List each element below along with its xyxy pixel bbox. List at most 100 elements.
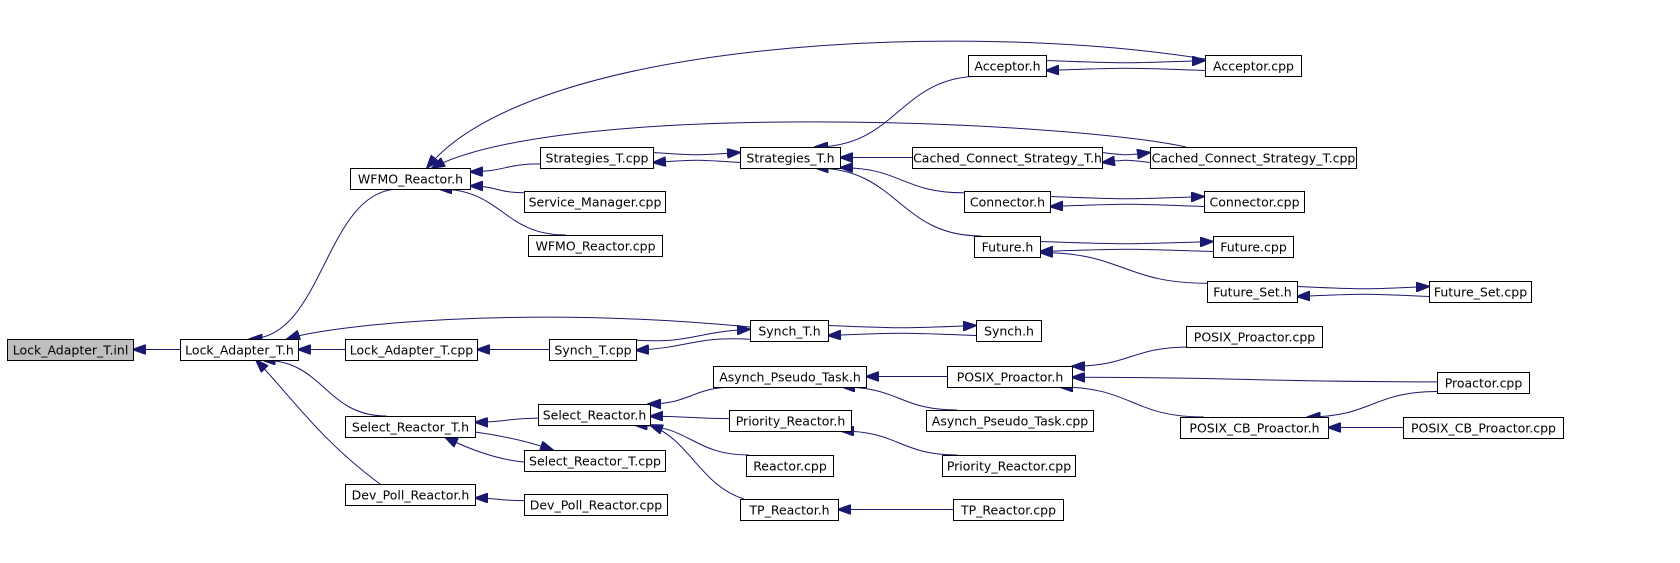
node-box[interactable] xyxy=(345,339,478,361)
node-dev-poll-reactor-h[interactable]: Dev_Poll_Reactor.h xyxy=(345,484,476,506)
node-select-reactor-t-h[interactable]: Select_Reactor_T.h xyxy=(345,416,476,438)
node-synch-h[interactable]: Synch.h xyxy=(976,320,1042,342)
node-box[interactable] xyxy=(713,366,867,388)
node-dev-poll-reactor-cpp[interactable]: Dev_Poll_Reactor.cpp xyxy=(524,494,668,516)
node-select-reactor-h[interactable]: Select_Reactor.h xyxy=(538,404,651,426)
node-label: WFMO_Reactor.h xyxy=(358,172,463,187)
node-box[interactable] xyxy=(740,499,839,521)
node-label: POSIX_CB_Proactor.h xyxy=(1189,421,1319,436)
node-strategies-t-h[interactable]: Strategies_T.h xyxy=(740,147,841,169)
edge-cached-connect-strategy-t-cpp-to-wfmo-reactor-h xyxy=(432,121,1187,168)
node-connector-h[interactable]: Connector.h xyxy=(964,191,1051,213)
node-acceptor-cpp[interactable]: Acceptor.cpp xyxy=(1205,55,1302,77)
node-proactor-cpp[interactable]: Proactor.cpp xyxy=(1437,372,1530,394)
node-future-set-cpp[interactable]: Future_Set.cpp xyxy=(1429,281,1532,303)
node-posix-proactor-h[interactable]: POSIX_Proactor.h xyxy=(947,366,1073,388)
node-future-h[interactable]: Future.h xyxy=(974,236,1041,258)
node-box[interactable] xyxy=(1403,417,1564,439)
node-tp-reactor-cpp[interactable]: TP_Reactor.cpp xyxy=(953,499,1064,521)
node-tp-reactor-h[interactable]: TP_Reactor.h xyxy=(740,499,839,521)
node-posix-proactor-cpp[interactable]: POSIX_Proactor.cpp xyxy=(1186,326,1323,348)
node-asynch-pseudo-task-h[interactable]: Asynch_Pseudo_Task.h xyxy=(713,366,867,388)
node-box[interactable] xyxy=(350,168,471,190)
node-lock-adapter-t-h[interactable]: Lock_Adapter_T.h xyxy=(180,339,299,361)
node-priority-reactor-h[interactable]: Priority_Reactor.h xyxy=(729,410,852,432)
node-service-manager-cpp[interactable]: Service_Manager.cpp xyxy=(524,191,666,213)
node-synch-t-h[interactable]: Synch_T.h xyxy=(750,320,829,342)
node-box[interactable] xyxy=(7,339,134,361)
edge-path xyxy=(652,153,740,155)
edge-path xyxy=(1049,197,1204,199)
node-box[interactable] xyxy=(1437,372,1530,394)
node-future-set-h[interactable]: Future_Set.h xyxy=(1207,281,1298,303)
node-box[interactable] xyxy=(524,494,668,516)
node-strategies-t-cpp[interactable]: Strategies_T.cpp xyxy=(540,147,654,169)
node-box[interactable] xyxy=(1186,326,1323,348)
node-lock-adapter-t-inl[interactable]: Lock_Adapter_T.inl xyxy=(7,339,134,361)
node-box[interactable] xyxy=(976,320,1042,342)
node-box[interactable] xyxy=(947,366,1073,388)
node-wfmo-reactor-cpp[interactable]: WFMO_Reactor.cpp xyxy=(528,235,663,257)
node-box[interactable] xyxy=(750,320,829,342)
node-box[interactable] xyxy=(1429,281,1532,303)
edge-path xyxy=(439,189,567,236)
node-box[interactable] xyxy=(1180,417,1329,439)
edge-select-reactor-t-h-to-lock-adapter-t-h xyxy=(262,360,387,417)
node-box[interactable] xyxy=(964,191,1051,213)
edge-future-h-to-strategies-t-h xyxy=(816,168,982,237)
node-box[interactable] xyxy=(1207,281,1298,303)
node-box[interactable] xyxy=(912,147,1103,169)
node-box[interactable] xyxy=(1204,191,1305,213)
node-wfmo-reactor-h[interactable]: WFMO_Reactor.h xyxy=(350,168,471,190)
node-posix-cb-proactor-h[interactable]: POSIX_CB_Proactor.h xyxy=(1180,417,1329,439)
node-select-reactor-t-cpp[interactable]: Select_Reactor_T.cpp xyxy=(524,450,666,472)
node-label: Asynch_Pseudo_Task.h xyxy=(719,370,861,385)
edge-acceptor-cpp-to-acceptor-h xyxy=(1046,68,1206,70)
edge-synch-t-cpp-to-synch-t-h xyxy=(635,329,750,342)
edge-path xyxy=(250,188,400,339)
node-box[interactable] xyxy=(746,455,834,477)
node-box[interactable] xyxy=(942,455,1076,477)
node-box[interactable] xyxy=(524,191,666,213)
node-box[interactable] xyxy=(1205,55,1302,77)
node-box[interactable] xyxy=(524,450,666,472)
node-future-cpp[interactable]: Future.cpp xyxy=(1213,236,1294,258)
node-box[interactable] xyxy=(1213,236,1294,258)
node-cached-connect-strategy-t-h[interactable]: Cached_Connect_Strategy_T.h xyxy=(912,147,1103,169)
node-label: Service_Manager.cpp xyxy=(529,195,662,210)
node-asynch-pseudo-task-cpp[interactable]: Asynch_Pseudo_Task.cpp xyxy=(926,410,1094,432)
node-box[interactable] xyxy=(345,416,476,438)
edge-connector-h-to-connector-cpp xyxy=(1049,197,1204,199)
node-lock-adapter-t-cpp[interactable]: Lock_Adapter_T.cpp xyxy=(345,339,478,361)
edge-path xyxy=(1040,249,1214,251)
node-box[interactable] xyxy=(729,410,852,432)
node-box[interactable] xyxy=(974,236,1041,258)
node-box[interactable] xyxy=(740,147,841,169)
node-reactor-cpp[interactable]: Reactor.cpp xyxy=(746,455,834,477)
node-label: Future.h xyxy=(982,240,1034,255)
node-priority-reactor-cpp[interactable]: Priority_Reactor.cpp xyxy=(942,455,1076,477)
edge-synch-h-to-synch-t-h xyxy=(828,333,977,335)
node-box[interactable] xyxy=(345,484,476,506)
node-box[interactable] xyxy=(968,55,1047,77)
node-label: Lock_Adapter_T.inl xyxy=(13,343,129,358)
node-box[interactable] xyxy=(538,404,651,426)
node-box[interactable] xyxy=(926,410,1094,432)
node-box[interactable] xyxy=(953,499,1064,521)
node-box[interactable] xyxy=(180,339,299,361)
edge-connector-cpp-to-connector-h xyxy=(1050,204,1205,206)
node-box[interactable] xyxy=(549,339,637,361)
node-box[interactable] xyxy=(528,235,663,257)
node-cached-connect-strategy-t-cpp[interactable]: Cached_Connect_Strategy_T.cpp xyxy=(1150,147,1357,169)
node-synch-t-cpp[interactable]: Synch_T.cpp xyxy=(549,339,637,361)
edge-path xyxy=(842,387,958,411)
node-box[interactable] xyxy=(1150,147,1357,169)
node-box[interactable] xyxy=(540,147,654,169)
edge-select-reactor-h-to-select-reactor-t-h xyxy=(475,418,539,422)
edge-path xyxy=(1297,294,1430,296)
node-acceptor-h[interactable]: Acceptor.h xyxy=(968,55,1047,77)
node-connector-cpp[interactable]: Connector.cpp xyxy=(1204,191,1305,213)
node-posix-cb-proactor-cpp[interactable]: POSIX_CB_Proactor.cpp xyxy=(1403,417,1564,439)
edge-service-manager-cpp-to-wfmo-reactor-h xyxy=(470,186,525,194)
edge-future-h-to-future-cpp xyxy=(1039,242,1213,244)
